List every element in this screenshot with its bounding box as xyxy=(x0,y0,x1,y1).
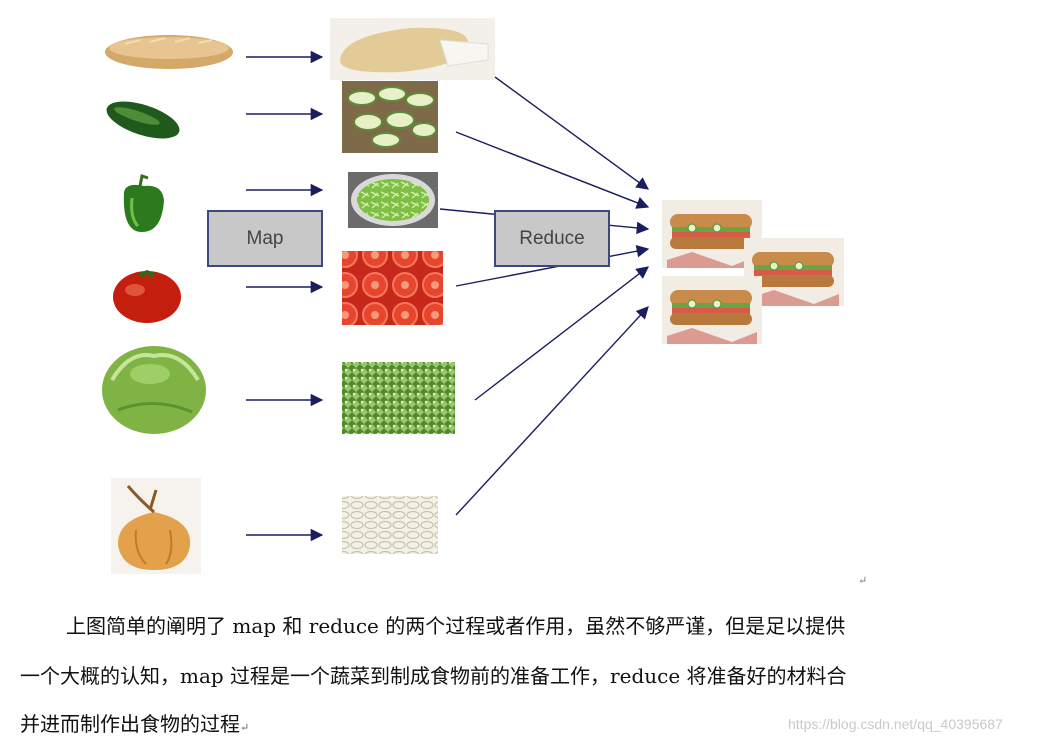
cucumber-image xyxy=(106,101,180,139)
bread-loaf-image xyxy=(105,35,233,69)
description-line-3-text: 并进而制作出食物的过程 xyxy=(20,712,240,736)
green-pepper-image xyxy=(123,174,164,232)
reduce-arrow-tomato xyxy=(455,244,650,287)
description-line-3: 并进而制作出食物的过程↵ xyxy=(20,714,249,734)
sliced-onion-image xyxy=(342,496,438,554)
description-line-1: 上图简单的阐明了 map 和 reduce 的两个过程或者作用，虽然不够严谨，但… xyxy=(66,614,846,638)
reduce-arrows xyxy=(439,76,650,516)
return-mark-top: ↵ xyxy=(858,574,868,587)
map-label: Map xyxy=(246,227,284,249)
sandwiches-image xyxy=(661,199,845,345)
map-label-box: Map xyxy=(207,210,323,267)
chopped-lettuce-image xyxy=(342,362,455,434)
description-line-2: 一个大概的认知，map 过程是一个蔬菜到制成食物前的准备工作，reduce 将准… xyxy=(20,664,847,688)
return-mark-end: ↵ xyxy=(240,721,250,734)
reduce-arrow-cucumber xyxy=(455,131,650,209)
sliced-cucumber-image xyxy=(342,81,438,153)
tomato-image xyxy=(113,270,181,323)
reduce-arrow-bread xyxy=(494,76,650,190)
sliced-bread-image xyxy=(330,18,495,80)
map-reduce-diagram xyxy=(102,18,845,574)
reduce-arrow-onion xyxy=(455,306,649,516)
sliced-tomato-image xyxy=(342,251,443,325)
reduce-label: Reduce xyxy=(519,227,585,249)
map-arrows xyxy=(246,50,324,542)
lettuce-image xyxy=(102,346,206,434)
reduce-arrow-lettuce xyxy=(474,266,649,401)
chopped-pepper-image xyxy=(348,172,438,228)
watermark: https://blog.csdn.net/qq_40395687 xyxy=(788,716,1003,732)
onion-image xyxy=(111,478,201,574)
reduce-label-box: Reduce xyxy=(494,210,610,267)
